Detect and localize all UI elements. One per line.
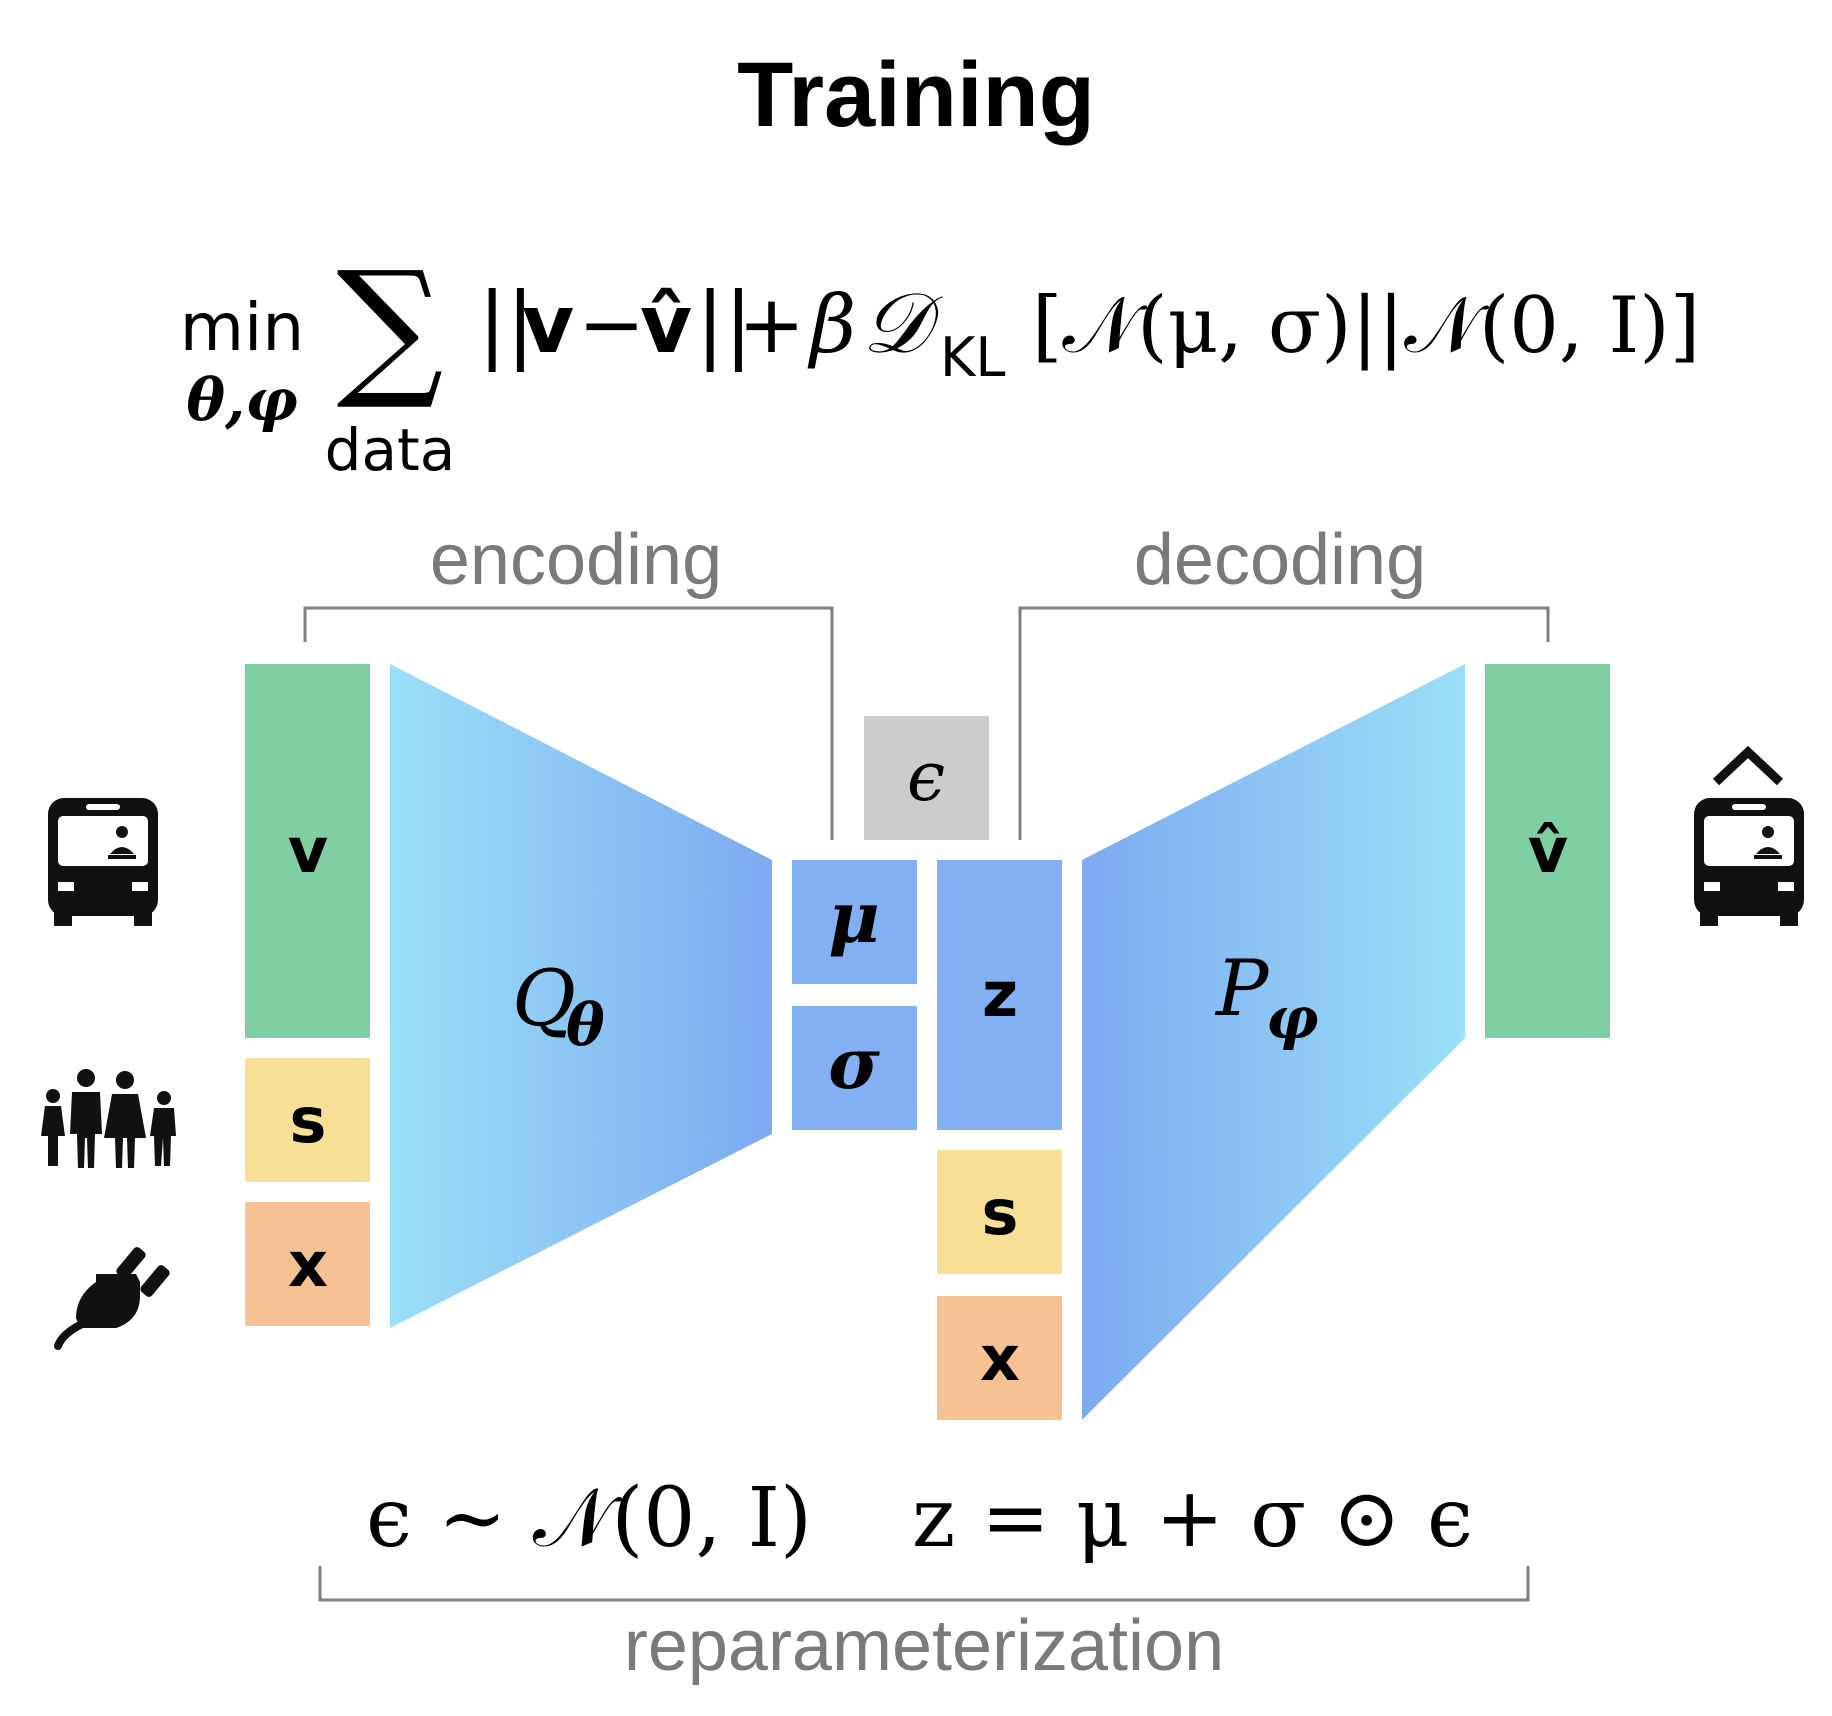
encoding-bracket: encoding [303,520,834,840]
norm-close: || [696,274,753,372]
encoder-label: Q [512,954,576,1044]
output-bus-icon [1694,798,1804,926]
decoder-output-v-hat: v̂ [1485,664,1610,1038]
input-s-box [245,1058,370,1182]
output-v-hat-box [1485,664,1610,1038]
min-subscript: θ,φ [186,366,297,434]
sigma-box [792,1006,917,1130]
input-v-box [245,664,370,1038]
encoder-shape [390,664,772,1328]
mu-box [792,860,917,984]
encoder-label-subscript: θ [566,991,605,1059]
decoding-bracket: decoding [1018,520,1550,840]
decoder-label: P [1214,944,1270,1034]
encoding-label: encoding [430,520,722,600]
plug-icon [54,1247,170,1350]
decoding-label: decoding [1134,520,1426,600]
epsilon-distribution-equation: ϵ ∼ 𝒩(0, I) [366,1471,812,1566]
hat-glyph [1712,745,1784,786]
objective-minus: − [578,278,645,371]
output-hat-icon [1712,745,1784,786]
output-v-hat-label: v̂ [1528,814,1568,887]
input-x-label: x [288,1228,328,1301]
people-icon [41,1069,176,1168]
latent-sigma: σ [792,1006,917,1130]
input-v-label: v [288,814,328,887]
min-operator: min [180,289,304,366]
reparameterization-bracket-line [318,1566,1530,1602]
encoder-input-v: v [245,664,370,1038]
mu-label: μ [828,876,879,959]
input-bus-icon [48,798,158,926]
encoder-input-s: s [245,1058,370,1182]
z-label: z [982,958,1018,1031]
objective-plus: + [738,278,805,371]
reparameterization-label: reparameterization [624,1606,1224,1686]
sum-symbol: ∑ [336,240,443,414]
objective-v: v [522,278,574,371]
norm-open: || [478,274,535,372]
sigma-label: σ [828,1022,880,1105]
decoding-bracket-line [1018,606,1550,840]
input-s-label: s [290,1084,327,1157]
objective-kl-args: [𝒩(μ, σ)||𝒩(0, I)] [1032,281,1700,371]
objective-beta: β [807,278,856,371]
decoder-label-subscript: φ [1266,984,1318,1052]
input-x-box [245,1202,370,1326]
objective-kl-d: 𝒟 [862,274,943,372]
decoder-s-label: s [982,1176,1019,1249]
latent-mu: μ [792,860,917,984]
decoder-x-box [937,1296,1062,1420]
diagram-title: Training [737,44,1095,146]
sum-subscript: data [325,416,456,484]
epsilon-label: ϵ [907,738,945,817]
encoding-bracket-line [303,606,834,840]
z-definition-equation: z = μ + σ ⊙ ϵ [912,1471,1473,1566]
encoder-input-x: x [245,1202,370,1326]
encoder-network: Q θ [390,664,772,1328]
latent-z: z [937,860,1062,1130]
objective-formula: min θ,φ ∑ data || v − v̂ || + β 𝒟 KL [𝒩(… [180,240,1700,484]
decoder-shape [1082,664,1465,1420]
decoder-network: P φ [1082,664,1465,1420]
epsilon-box [864,716,989,840]
noise-epsilon: ϵ [864,716,989,840]
decoder-x-label: x [980,1322,1020,1395]
reparameterization-bracket: reparameterization [318,1566,1530,1686]
z-box [937,860,1062,1130]
objective-v-hat: v̂ [640,278,692,371]
objective-kl-subscript: KL [940,326,1006,389]
decoder-s-box [937,1150,1062,1274]
decoder-input-s: s [937,1150,1062,1274]
decoder-input-x: x [937,1296,1062,1420]
